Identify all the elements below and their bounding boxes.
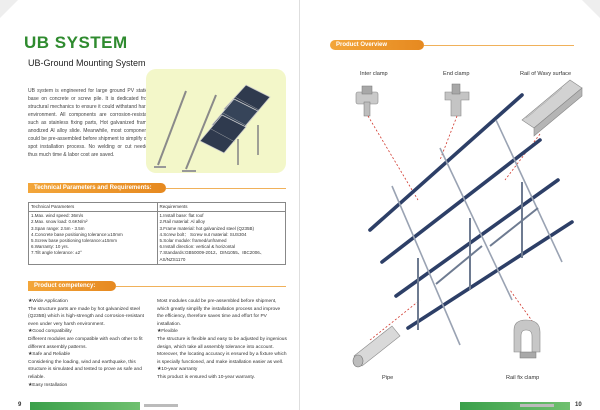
tech-parameters-heading: Technical Parameters and Requirements: — [28, 183, 166, 193]
pipe-part — [352, 325, 401, 368]
competency-heading-item: ★Wide Application — [28, 299, 68, 304]
intro-paragraph: UB system is engineered for large ground… — [28, 88, 151, 158]
parameter-item: 4.Concrete base positioning tolerance:±1… — [31, 231, 123, 237]
callout-lines — [367, 115, 541, 341]
wavy-rail-part — [521, 79, 583, 137]
frame-legs — [417, 182, 539, 330]
parameter-item: 2.Max. snow load: 0.6KN/m² — [31, 219, 88, 225]
product-overview-heading: Product Overview — [330, 40, 424, 50]
requirement-item: 1.Install base: flat roof — [159, 213, 204, 219]
page-title: UB SYSTEM — [24, 33, 128, 52]
requirement-item: 7.Standards:GB50009-2012、DIN1055、IBC2006… — [159, 250, 265, 256]
inter-clamp-label: Inter clamp — [360, 71, 388, 77]
frame-rail — [185, 94, 217, 170]
brand-logo — [144, 404, 178, 407]
competency-heading-item: ★Flexible — [157, 329, 178, 335]
table-header: Requirements — [156, 201, 286, 213]
brand-logo — [520, 404, 554, 407]
footer-bar — [460, 402, 570, 410]
right-page — [300, 0, 600, 410]
end-clamp-label: End clamp — [443, 71, 470, 77]
competency-text: Most modules could be pre-assembled befo… — [157, 299, 281, 327]
competency-text: The structure parts are made by hot galv… — [28, 306, 144, 327]
parameters-table: Technical Parameters Requirements 1.Max.… — [28, 201, 286, 265]
heading-rule — [116, 286, 286, 287]
rail-fix-clamp-label: Rail fix clamp — [506, 375, 540, 381]
competency-heading-item: ★Easy Installation — [28, 382, 68, 388]
competency-heading-item: ★Good compatibility — [28, 329, 72, 335]
heading-rule — [424, 45, 574, 46]
table-row: 1.Max. wind speed: 36m/s 2.Max. snow loa… — [28, 211, 286, 265]
rail-label: Rail of Wavy surface — [520, 71, 572, 77]
exploded-assembly-diagram — [352, 79, 583, 368]
page-curl-corner — [582, 0, 600, 18]
rail-fix-clamp-part — [513, 319, 541, 359]
solar-panels — [199, 84, 271, 154]
frame-rails — [391, 119, 563, 346]
left-page: UB SYSTEM UB-Ground Mounting System UB s… — [0, 0, 287, 410]
requirement-item: AS/NZS1170 — [159, 256, 186, 262]
parameter-item: 3.Span range: 2.5m - 3.5m — [31, 225, 85, 231]
competency-heading-item: ★10-year warranty — [157, 367, 198, 373]
table-header: Technical Parameters — [28, 201, 158, 213]
requirement-item: 6.Install direction: vertical & horizont… — [159, 244, 236, 250]
page-number: 9 — [18, 402, 22, 408]
parameter-item: 7.Tilt angle tolerance: ±2° — [31, 250, 82, 256]
requirement-item: 3.Frame material: hot galvanized steel (… — [159, 225, 255, 231]
inter-clamp-part — [355, 85, 379, 117]
requirement-item: 4.Screw bolt： Screw nut material: SUS304 — [159, 231, 247, 237]
parameter-item: 1.Max. wind speed: 36m/s — [31, 213, 84, 219]
competency-heading-item: ★Safe and Reliable — [28, 352, 71, 358]
competency-column-right: Most modules could be pre-assembled befo… — [157, 298, 287, 382]
competency-text: The structure is flexible and easy to be… — [157, 336, 287, 365]
competency-text: This product is ensured with 10-year war… — [157, 374, 256, 380]
competency-text: Considering the loading, wind and earthq… — [28, 359, 142, 380]
table-header-row: Technical Parameters Requirements — [28, 201, 286, 213]
competency-column-left: ★Wide Application The structure parts ar… — [28, 298, 146, 389]
footer-bar — [30, 402, 140, 410]
frame-rail — [157, 90, 187, 166]
page-subtitle: UB-Ground Mounting System — [28, 58, 146, 68]
end-clamp-part — [444, 83, 470, 117]
requirement-item: 2.Rail material: Al alloy — [159, 219, 206, 225]
heading-rule — [166, 188, 286, 189]
ground-mount-illustration — [154, 84, 271, 172]
competency-text: Different modules are compatible with ea… — [28, 336, 143, 350]
competency-heading: Product competency: — [28, 281, 116, 291]
page-curl-corner — [0, 0, 18, 18]
product-photo — [146, 69, 286, 173]
parameter-item: 5.Screw base positioning tolerance:±15mm — [31, 238, 118, 244]
page-number: 10 — [575, 402, 582, 408]
requirements-column: 1.Install base: flat roof 2.Rail materia… — [156, 211, 286, 265]
requirement-item: 5.Solar module: framed/unframed — [159, 238, 227, 244]
parameters-column: 1.Max. wind speed: 36m/s 2.Max. snow loa… — [28, 211, 158, 265]
pipe-label: Pipe — [382, 375, 394, 381]
parameter-item: 6.Warranty: 10 yrs. — [31, 244, 69, 250]
